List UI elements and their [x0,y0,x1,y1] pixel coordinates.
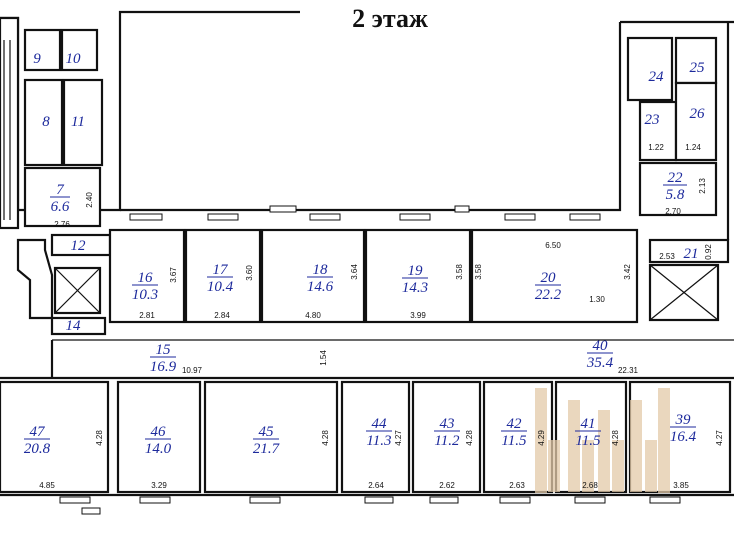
room-number: 16 [138,270,154,286]
dimension-label: 2.62 [439,481,455,490]
dimension-label: 2.53 [659,252,675,261]
dimension-label: 6.50 [545,241,561,250]
dimension-label: 3.60 [245,265,254,281]
room-number: 18 [313,262,329,278]
room-area: 14.0 [145,441,172,457]
room-number: 40 [593,338,609,354]
room-number: 7 [56,182,65,198]
dimension-label: 4.85 [39,481,55,490]
dimension-label: 2.84 [214,311,230,320]
dimension-label: 2.13 [698,178,707,194]
room-number: 41 [581,416,596,432]
dimension-label: 3.67 [169,267,178,283]
dimension-label: 2.68 [582,481,598,490]
dimension-label: 2.70 [665,207,681,216]
room-number: 26 [690,106,706,122]
room-number: 20 [541,270,557,286]
dimension-label: 1.54 [319,350,328,366]
room-area: 14.6 [307,279,334,295]
dimension-label: 3.99 [410,311,426,320]
room-number: 10 [66,51,82,67]
dimension-label: 3.85 [673,481,689,490]
dimension-label: 1.24 [685,143,701,152]
room-area: 6.6 [51,199,70,215]
floor-title: 2 этаж [352,4,428,33]
dimension-label: 1.22 [648,143,664,152]
dimension-label: 10.97 [182,366,203,375]
dimension-labels: 2.40 2.76 3.67 2.81 3.60 2.84 3.64 4.80 … [39,143,724,490]
room-area: 16.9 [150,359,177,375]
room-number: 14 [66,318,82,334]
room-number: 47 [30,424,47,440]
room-number: 43 [440,416,455,432]
room-area: 11.3 [366,433,391,449]
dimension-label: 4.29 [537,430,546,446]
dimension-label: 4.28 [465,430,474,446]
room-number: 21 [684,246,699,262]
windows [59,205,681,515]
dimension-label: 4.80 [305,311,321,320]
right-block [626,36,730,322]
room-number: 9 [33,51,41,67]
room-number: 46 [151,424,167,440]
dimension-label: 3.64 [350,264,359,280]
room-number: 17 [213,262,230,278]
room-area: 10.4 [207,279,234,295]
dimension-label: 1.30 [589,295,605,304]
room-area: 21.7 [253,441,281,457]
room-number: 8 [42,114,50,130]
room-area: 35.4 [586,355,614,371]
room-area: 10.3 [132,287,158,303]
dimension-label: 4.27 [394,430,403,446]
room-number: 25 [690,60,706,76]
dimension-label: 4.28 [611,430,620,446]
room-number: 23 [645,112,660,128]
left-stair [0,16,20,230]
room-area: 16.4 [670,429,697,445]
room-number: 22 [668,170,684,186]
room-area: 20.8 [24,441,51,457]
dimension-label: 3.58 [455,264,464,280]
room-number: 44 [372,416,388,432]
room-area: 11.5 [575,433,601,449]
dimension-label: 3.58 [474,264,483,280]
room-area: 5.8 [666,187,685,203]
dimension-label: 4.28 [95,430,104,446]
room-number: 11 [71,114,85,130]
dimension-label: 0.92 [704,244,713,260]
dimension-label: 2.63 [509,481,525,490]
dimension-label: 2.81 [139,311,155,320]
room-number: 24 [649,69,665,85]
room-labels: 9 10 8 11 7 6.6 12 14 16 10.3 17 10.4 18… [24,51,705,457]
dimension-label: 3.42 [623,264,632,280]
dimension-label: 2.76 [54,220,70,229]
dimension-label: 3.29 [151,481,167,490]
room-number: 42 [507,416,523,432]
room-number: 45 [259,424,275,440]
dimension-label: 2.40 [85,192,94,208]
toilet-block-left [16,28,112,336]
room-number: 12 [71,238,87,254]
room-number: 19 [408,263,424,279]
dimension-label: 22.31 [618,366,639,375]
room-area: 22.2 [535,287,562,303]
dimension-label: 2.64 [368,481,384,490]
room-area: 11.5 [501,433,527,449]
room-area: 14.3 [402,280,428,296]
top-rooms [108,228,639,324]
room-number: 15 [156,342,172,358]
dimension-label: 4.28 [321,430,330,446]
room-area: 11.2 [434,433,460,449]
dimension-label: 4.27 [715,430,724,446]
room-number: 39 [675,412,692,428]
